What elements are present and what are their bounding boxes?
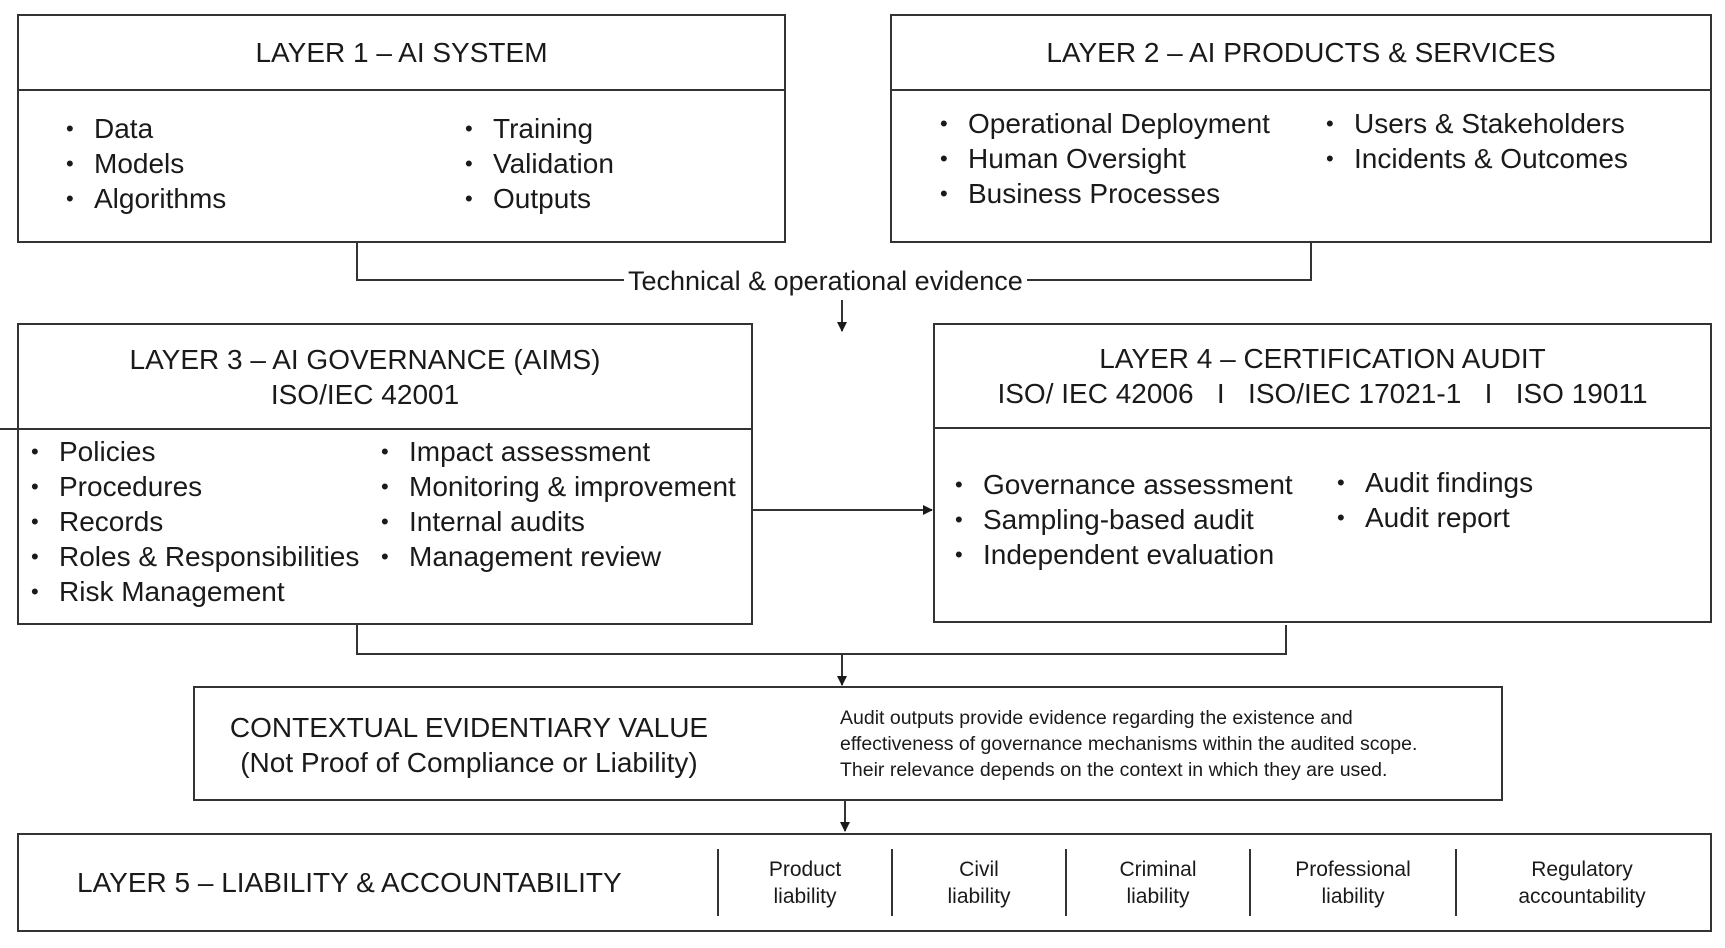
liability-label: Civil liability	[947, 857, 1011, 908]
layer1-header: LAYER 1 – AI SYSTEM	[19, 16, 784, 91]
liability-label: Criminal liability	[1119, 857, 1197, 908]
contextual-box: CONTEXTUAL EVIDENTIARY VALUE (Not Proof …	[193, 686, 1503, 801]
list-item: Governance assessment	[955, 467, 1293, 502]
list-item: Business Processes	[940, 176, 1270, 211]
list-item: Validation	[465, 146, 614, 181]
list-item: Data	[66, 111, 226, 146]
layer1-list-left: Data Models Algorithms	[66, 111, 226, 216]
contextual-note-line: effectiveness of governance mechanisms w…	[840, 733, 1418, 755]
layer2-box: LAYER 2 – AI PRODUCTS & SERVICES Operati…	[890, 14, 1712, 243]
list-item: Procedures	[31, 469, 359, 504]
layer3-subtitle: ISO/IEC 42001	[270, 378, 460, 410]
contextual-note-line: Audit outputs provide evidence regarding…	[840, 707, 1353, 729]
divider	[1249, 849, 1251, 916]
list-item: Operational Deployment	[940, 106, 1270, 141]
layer4-list-left: Governance assessment Sampling-based aud…	[955, 467, 1293, 572]
liability-civil: Civil liability	[893, 835, 1065, 930]
contextual-subtitle: (Not Proof of Compliance or Liability)	[240, 747, 698, 778]
list-item: Internal audits	[381, 504, 736, 539]
layer4-header: LAYER 4 – CERTIFICATION AUDIT ISO/ IEC 4…	[935, 325, 1710, 429]
layer4-body: Governance assessment Sampling-based aud…	[935, 429, 1710, 621]
list-item: Incidents & Outcomes	[1326, 141, 1628, 176]
list-item: Human Oversight	[940, 141, 1270, 176]
divider	[891, 849, 893, 916]
list-item: Models	[66, 146, 226, 181]
list-item: Monitoring & improvement	[381, 469, 736, 504]
list-item: Roles & Responsibilities	[31, 539, 359, 574]
contextual-heading: CONTEXTUAL EVIDENTIARY VALUE (Not Proof …	[209, 710, 729, 780]
list-item: Records	[31, 504, 359, 539]
layer2-list-right: Users & Stakeholders Incidents & Outcome…	[1326, 106, 1628, 176]
layer1-title: LAYER 1 – AI SYSTEM	[255, 37, 548, 68]
divider	[1455, 849, 1457, 916]
divider	[717, 849, 719, 916]
divider	[1065, 849, 1067, 916]
layer2-list-left: Operational Deployment Human Oversight B…	[940, 106, 1270, 211]
layer4-subtitle: ISO/ IEC 42006 I ISO/IEC 17021-1 I ISO 1…	[997, 378, 1648, 409]
list-item: Independent evaluation	[955, 537, 1293, 572]
layer3-header: LAYER 3 – AI GOVERNANCE (AIMS) ISO/IEC 4…	[0, 325, 751, 430]
evidence-label: Technical & operational evidence	[624, 264, 1027, 298]
list-item: Audit report	[1337, 500, 1533, 535]
layer2-header: LAYER 2 – AI PRODUCTS & SERVICES	[892, 16, 1710, 91]
liability-product: Product liability	[719, 835, 891, 930]
liability-regulatory: Regulatory accountability	[1457, 835, 1707, 930]
list-item: Policies	[31, 434, 359, 469]
list-item: Outputs	[465, 181, 614, 216]
layer1-body: Data Models Algorithms Training Validati…	[19, 91, 784, 241]
layer4-title: LAYER 4 – CERTIFICATION AUDIT	[1099, 343, 1546, 374]
layer1-list-right: Training Validation Outputs	[465, 111, 614, 216]
liability-label: Product liability	[768, 857, 842, 908]
list-item: Impact assessment	[381, 434, 736, 469]
list-item: Risk Management	[31, 574, 359, 609]
layer4-box: LAYER 4 – CERTIFICATION AUDIT ISO/ IEC 4…	[933, 323, 1712, 623]
contextual-note: Audit outputs provide evidence regarding…	[840, 705, 1417, 783]
layer1-box: LAYER 1 – AI SYSTEM Data Models Algorith…	[17, 14, 786, 243]
layer2-body: Operational Deployment Human Oversight B…	[892, 91, 1710, 241]
layer3-list-left: Policies Procedures Records Roles & Resp…	[31, 434, 359, 609]
list-item: Training	[465, 111, 614, 146]
layer3-title: LAYER 3 – AI GOVERNANCE (AIMS)	[129, 343, 601, 375]
layer5-box: LAYER 5 – LIABILITY & ACCOUNTABILITY Pro…	[17, 833, 1712, 932]
contextual-title: CONTEXTUAL EVIDENTIARY VALUE	[229, 712, 709, 743]
list-item: Management review	[381, 539, 736, 574]
contextual-note-line: Their relevance depends on the context i…	[840, 759, 1388, 781]
layer3-box: LAYER 3 – AI GOVERNANCE (AIMS) ISO/IEC 4…	[0, 323, 753, 625]
list-item: Users & Stakeholders	[1326, 106, 1628, 141]
list-item: Algorithms	[66, 181, 226, 216]
bracket-middle	[356, 625, 1287, 655]
layer5-title: LAYER 5 – LIABILITY & ACCOUNTABILITY	[77, 867, 622, 898]
liability-professional: Professional liability	[1251, 835, 1455, 930]
layer2-title: LAYER 2 – AI PRODUCTS & SERVICES	[1046, 37, 1556, 68]
layer3-list-right: Impact assessment Monitoring & improveme…	[381, 434, 736, 574]
liability-criminal: Criminal liability	[1067, 835, 1249, 930]
liability-label: Professional liability	[1295, 857, 1411, 908]
layer3-body: Policies Procedures Records Roles & Resp…	[19, 430, 751, 623]
list-item: Audit findings	[1337, 465, 1533, 500]
liability-label: Regulatory accountability	[1518, 857, 1646, 908]
layer4-list-right: Audit findings Audit report	[1337, 465, 1533, 535]
list-item: Sampling-based audit	[955, 502, 1293, 537]
